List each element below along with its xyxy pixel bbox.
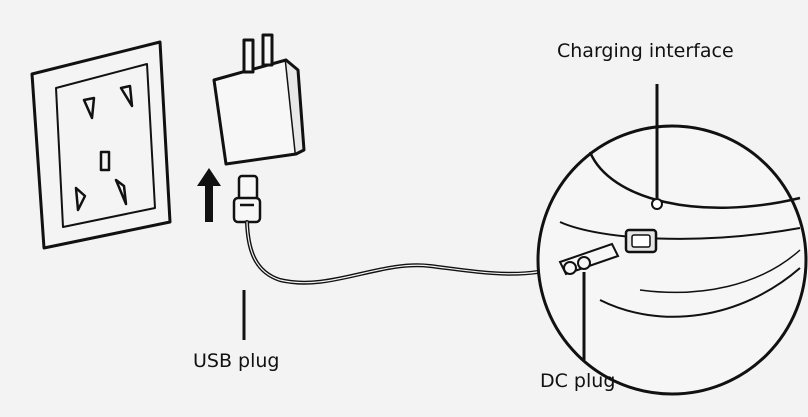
usb-plug [232, 174, 262, 224]
usb-plug-label: USB plug [193, 350, 280, 372]
wall-socket [30, 40, 172, 250]
charging-interface-label: Charging interface [557, 40, 734, 62]
insert-arrow-icon [197, 168, 221, 222]
power-adapter [212, 33, 306, 166]
charging-port-hole [651, 198, 663, 210]
device-closeup [536, 124, 808, 396]
dc-plug-label: DC plug [540, 370, 616, 392]
dc-plug [558, 242, 620, 276]
